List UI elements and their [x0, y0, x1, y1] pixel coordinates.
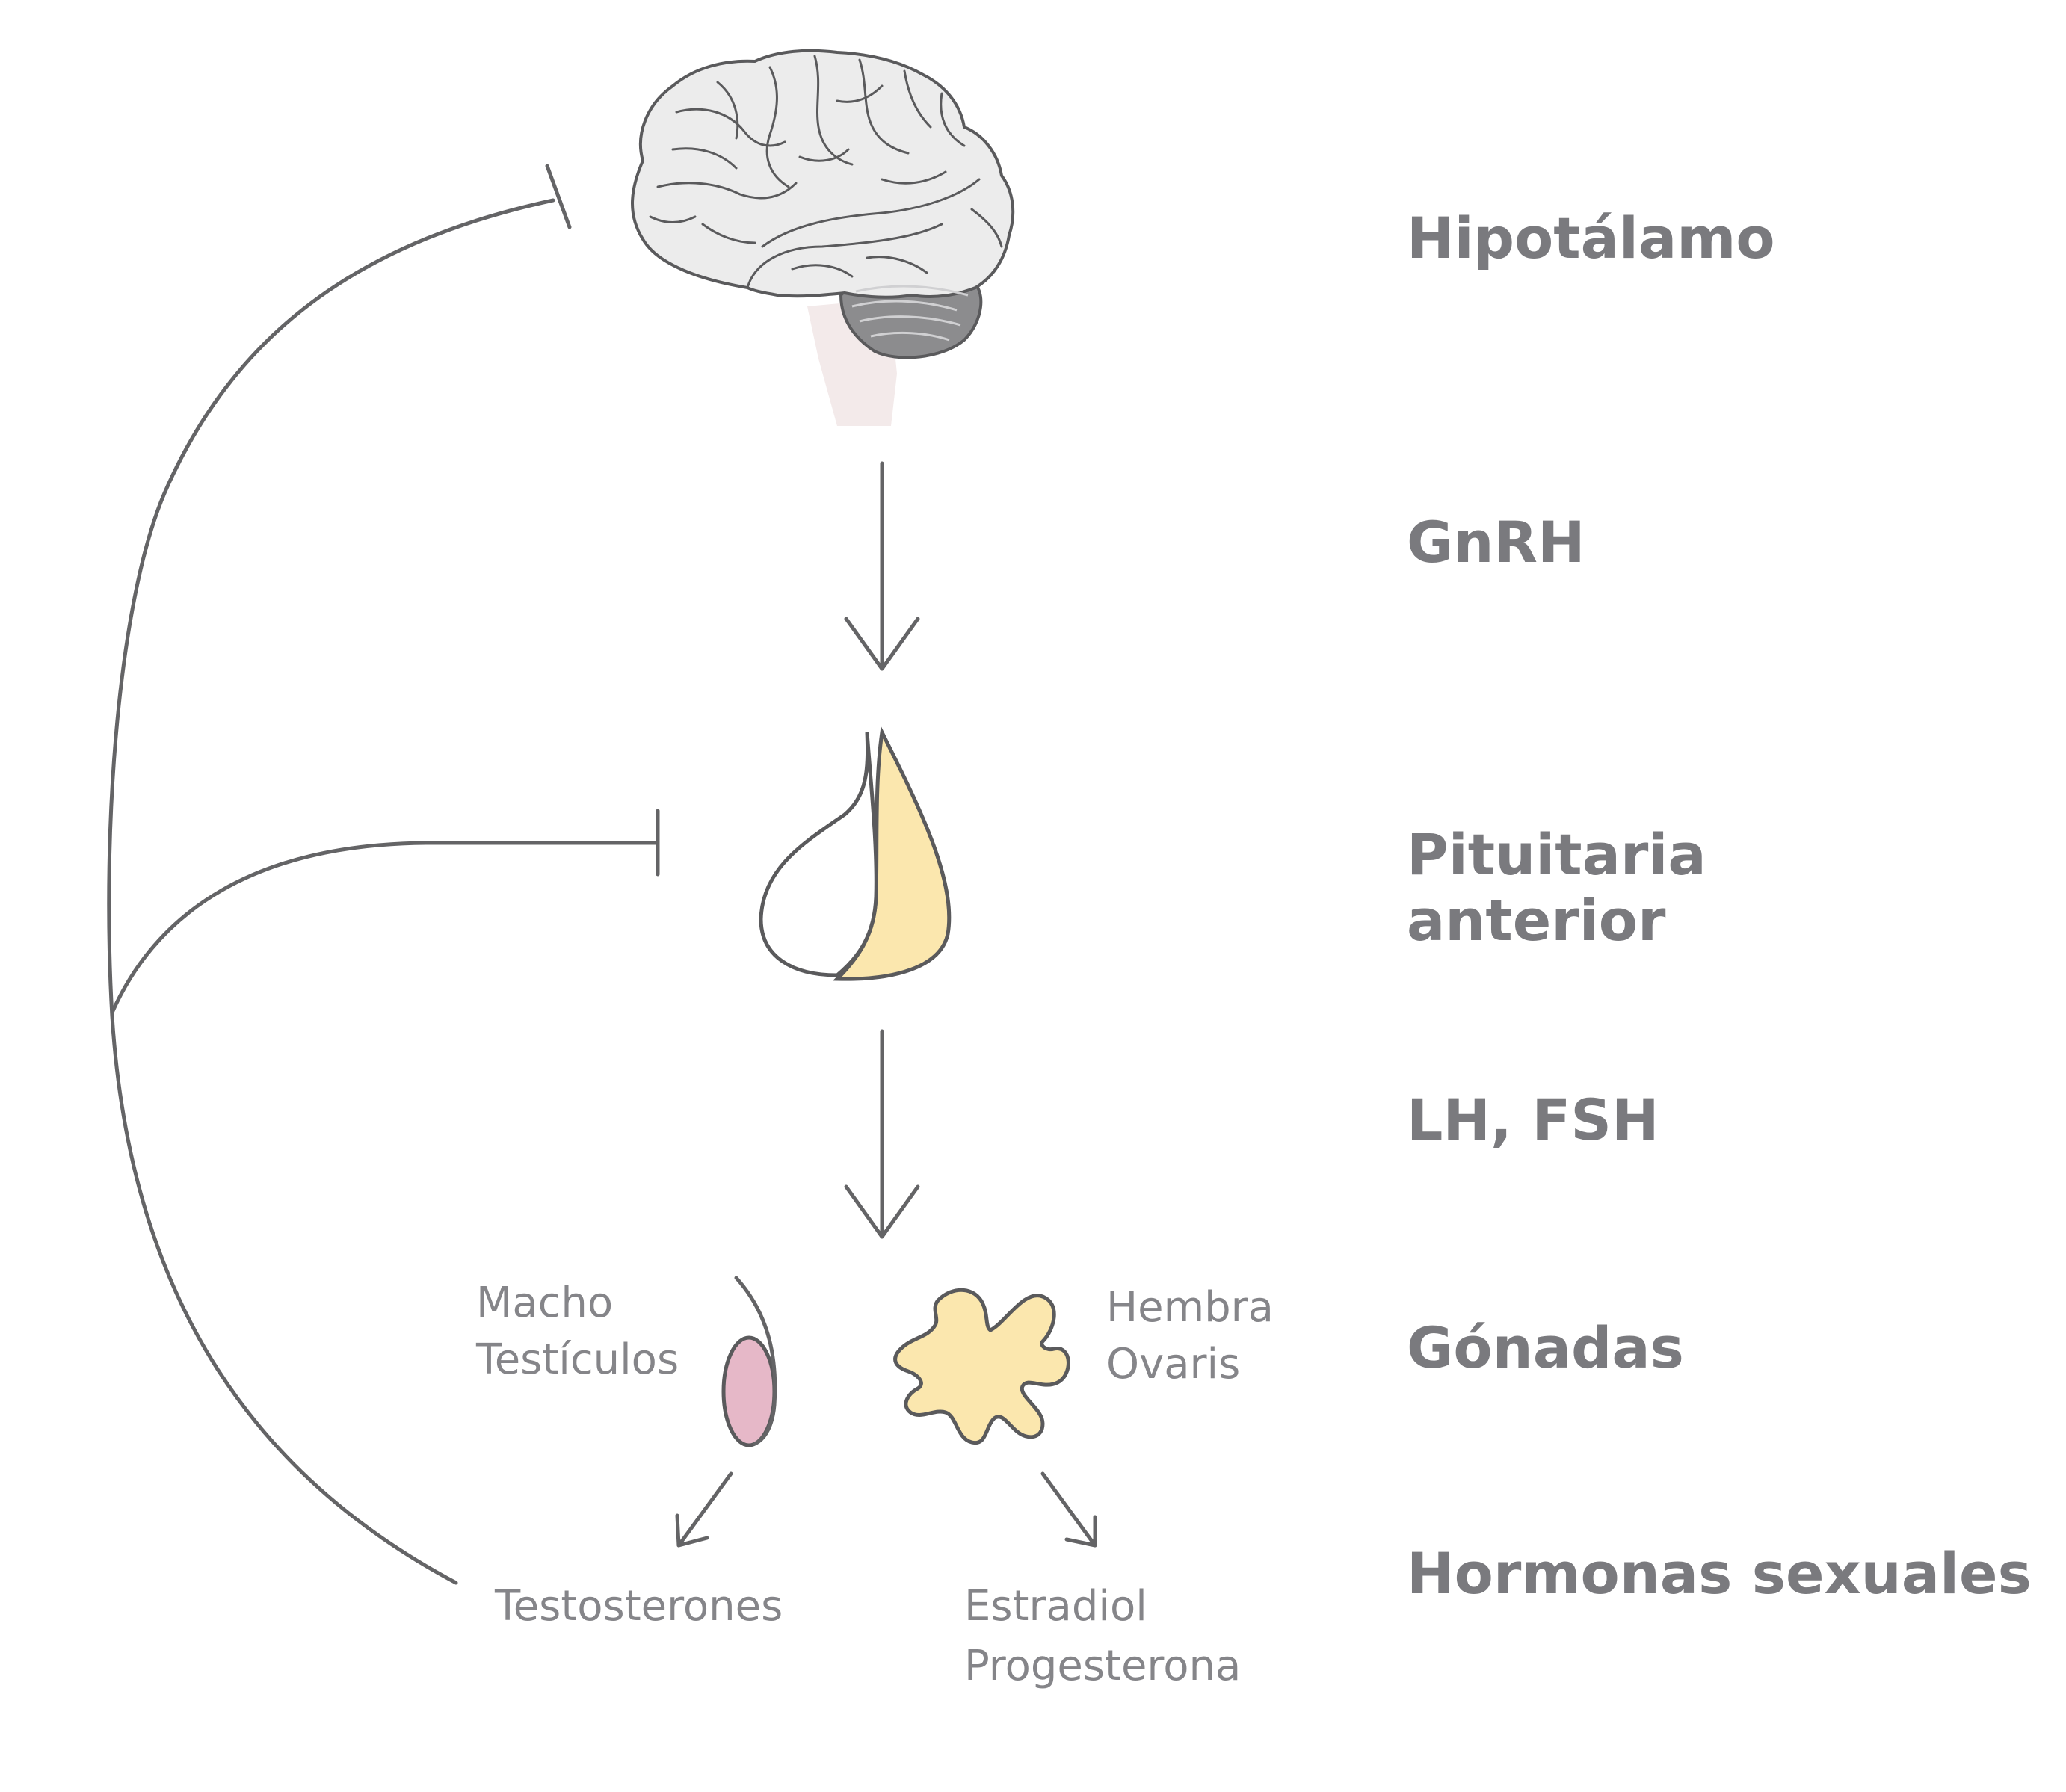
- label-gnrh: GnRH: [1407, 509, 1585, 575]
- label-female: Hembra: [1106, 1283, 1274, 1332]
- pituitary-posterior-lobe: [759, 732, 878, 977]
- label-testes: Testículos: [475, 1335, 679, 1384]
- arrow-estradiol: [1040, 1471, 1097, 1548]
- feedback-to-hypothalamus: [107, 164, 572, 1585]
- label-pituitary-line2: anterior: [1407, 887, 1666, 954]
- cerebrum: [631, 49, 1015, 299]
- feedback-to-pituitary: [110, 809, 660, 1015]
- ovary-icon: [893, 1288, 1070, 1445]
- label-lh-fsh: LH, FSH: [1407, 1087, 1659, 1153]
- arrow-gnrh: [844, 461, 920, 671]
- label-testosterone: Testosterones: [494, 1582, 783, 1631]
- brain-icon: [631, 49, 1015, 426]
- pituitary-icon: [759, 726, 952, 981]
- label-hypothalamus: Hipotálamo: [1407, 205, 1775, 271]
- arrow-lh-fsh: [844, 1029, 920, 1239]
- label-sex-hormones: Hormonas sexuales: [1407, 1540, 2032, 1607]
- label-male: Macho: [476, 1279, 613, 1327]
- testis-icon: [721, 1276, 777, 1447]
- label-estradiol: Estradiol: [964, 1582, 1147, 1631]
- label-pituitary-line1: Pituitaria: [1407, 821, 1706, 888]
- label-progesterone: Progesterona: [964, 1642, 1241, 1690]
- label-gonads: Gónadas: [1407, 1314, 1684, 1381]
- arrow-testosterone: [675, 1471, 733, 1548]
- label-ovaries: Ovaris: [1106, 1340, 1240, 1388]
